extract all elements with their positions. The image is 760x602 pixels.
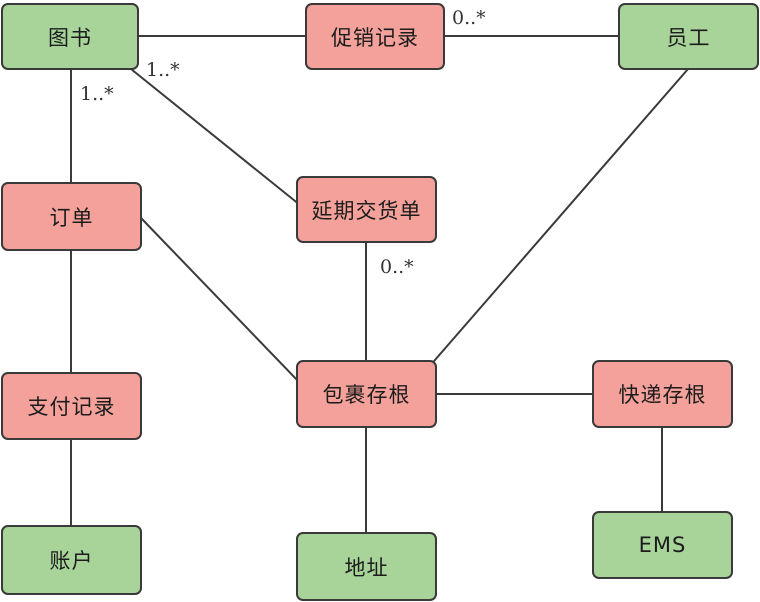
node-order[interactable]: 订单	[1, 182, 142, 251]
multiplicity-delay-package: 0..*	[380, 256, 414, 278]
multiplicity-promo-employee: 0..*	[452, 7, 486, 29]
node-employee-label: 员工	[666, 25, 711, 50]
edge-employee-package	[427, 68, 689, 369]
node-delay[interactable]: 延期交货单	[296, 176, 437, 243]
node-express-label: 快递存根	[618, 383, 707, 407]
node-employee[interactable]: 员工	[618, 3, 759, 70]
node-account-label: 账户	[49, 549, 94, 573]
node-address[interactable]: 地址	[296, 532, 437, 601]
node-address-label: 地址	[344, 555, 389, 580]
node-promo[interactable]: 促销记录	[305, 3, 445, 70]
node-ems[interactable]: EMS	[592, 511, 733, 579]
node-promo-label: 促销记录	[331, 25, 419, 50]
node-book[interactable]: 图书	[1, 3, 139, 70]
node-ems-label: EMS	[638, 533, 687, 557]
edge-order-package	[140, 217, 301, 384]
multiplicity-book-order: 1..*	[80, 83, 114, 105]
node-delay-label: 延期交货单	[311, 198, 422, 223]
node-account[interactable]: 账户	[1, 525, 142, 595]
node-payment[interactable]: 支付记录	[1, 372, 142, 440]
node-book-label: 图书	[48, 25, 92, 50]
node-payment-label: 支付记录	[27, 395, 116, 419]
multiplicity-book-delay: 1..*	[146, 59, 180, 81]
node-package[interactable]: 包裹存根	[296, 360, 437, 428]
node-express[interactable]: 快递存根	[592, 360, 733, 428]
node-order-label: 订单	[49, 205, 94, 230]
edge-book-delay	[130, 68, 301, 206]
node-package-label: 包裹存根	[322, 383, 411, 407]
